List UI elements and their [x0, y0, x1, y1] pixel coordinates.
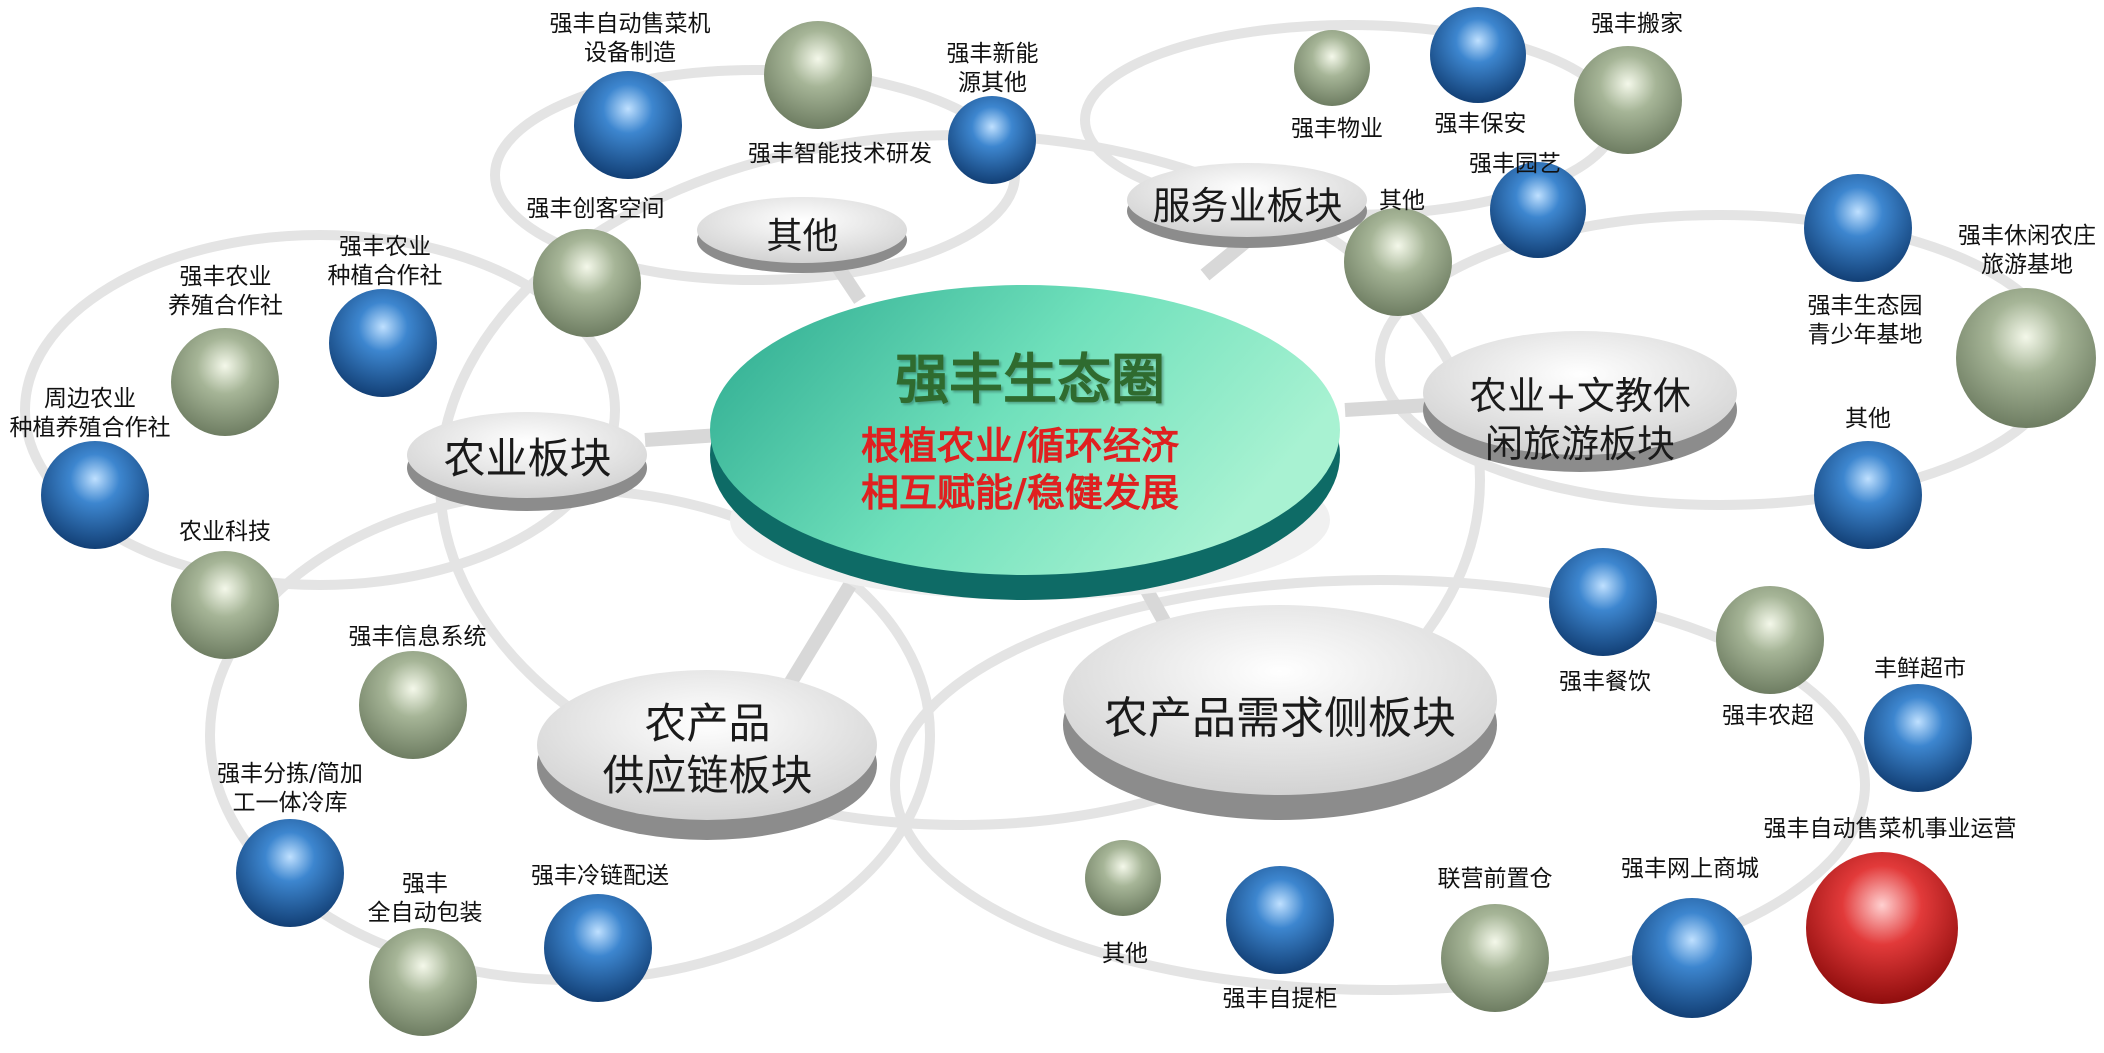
sphere-catering [1549, 548, 1657, 656]
label-eco-park: 强丰生态园 青少年基地 [1807, 293, 1923, 348]
sector-other [695, 190, 910, 275]
label-service-other: 其他 [1379, 188, 1425, 214]
sector-tourism-label-1: 农业+文教休 [1469, 374, 1691, 418]
label-tourism-other: 其他 [1845, 406, 1891, 432]
sector-tourism [1420, 318, 1740, 478]
sphere-maker-space [533, 229, 641, 337]
sphere-vending-ops [1806, 852, 1958, 1004]
label-property: 强丰物业 [1291, 116, 1383, 142]
label-new-energy: 强丰新能 源其他 [946, 41, 1039, 96]
label-nearby-coop: 周边农业 种植养殖合作社 [9, 386, 171, 441]
sector-service-label: 服务业板块 [1152, 184, 1343, 228]
sector-supply-label-2: 供应链板块 [602, 751, 813, 800]
sphere-vending-mfg [574, 71, 682, 179]
label-vending-mfg: 强丰自动售菜机 设备制造 [549, 11, 711, 66]
label-online-mall: 强丰网上商城 [1621, 856, 1759, 882]
sector-supply-label-1: 农产品 [644, 699, 771, 748]
label-info-system: 强丰信息系统 [348, 624, 487, 650]
sphere-farm-breeding [171, 328, 279, 436]
label-demand-other: 其他 [1102, 941, 1148, 967]
sector-agriculture [405, 405, 650, 515]
sector-supply-chain [535, 655, 880, 845]
label-gardening: 强丰园艺 [1469, 151, 1561, 177]
sector-agriculture-label: 农业板块 [443, 434, 612, 483]
sphere-demand-other [1085, 840, 1161, 916]
center-slogan-2: 相互赋能/稳健发展 [861, 471, 1179, 515]
label-farm-market: 强丰农超 [1722, 703, 1814, 729]
sphere-fresh-market [1864, 684, 1972, 792]
sector-tourism-label-2: 闲旅游板块 [1484, 422, 1675, 466]
sphere-cold-chain [544, 894, 652, 1002]
label-farm-breeding: 强丰农业 养殖合作社 [168, 264, 283, 319]
sphere-eco-park [1804, 174, 1912, 282]
sphere-online-mall [1632, 898, 1752, 1018]
sphere-farm-market [1716, 586, 1824, 694]
label-moving: 强丰搬家 [1591, 11, 1683, 37]
sphere-auto-pack [369, 928, 477, 1036]
label-farm-planting: 强丰农业 种植合作社 [327, 234, 443, 289]
sphere-warehouse [1441, 904, 1549, 1012]
sphere-property [1294, 30, 1370, 106]
label-pickup-cabinet: 强丰自提柜 [1222, 986, 1338, 1012]
center-disc [700, 280, 1350, 620]
sector-other-label: 其他 [766, 216, 839, 257]
label-catering: 强丰餐饮 [1559, 669, 1651, 695]
sector-demand [1060, 585, 1500, 825]
label-fresh-market: 丰鲜超市 [1874, 656, 1966, 682]
sector-demand-label: 农产品需求侧板块 [1104, 693, 1456, 744]
label-maker-space: 强丰创客空间 [526, 196, 665, 222]
sphere-moving [1574, 46, 1682, 154]
sphere-agri-tech [171, 551, 279, 659]
sphere-nearby-coop [41, 441, 149, 549]
label-warehouse: 联营前置仓 [1437, 866, 1553, 892]
sector-service [1125, 155, 1370, 250]
label-cold-chain: 强丰冷链配送 [531, 863, 669, 889]
sphere-new-energy [948, 96, 1036, 184]
label-security: 强丰保安 [1434, 111, 1527, 137]
sphere-farm-planting [329, 289, 437, 397]
label-agri-tech: 农业科技 [179, 519, 271, 545]
center-slogan-1: 根植农业/循环经济 [861, 424, 1179, 468]
sphere-security [1430, 7, 1526, 103]
label-auto-pack: 强丰 全自动包装 [367, 871, 483, 926]
label-leisure-farm: 强丰休闲农庄 旅游基地 [1958, 223, 2096, 278]
center-title: 强丰生态圈 [895, 348, 1165, 411]
sphere-smart-tech [764, 21, 872, 129]
label-sorting: 强丰分拣/简加 工一体冷库 [217, 761, 363, 816]
sphere-pickup-cabinet [1226, 866, 1334, 974]
sphere-gardening [1490, 162, 1586, 258]
sphere-sorting [236, 819, 344, 927]
sphere-tourism-other [1814, 441, 1922, 549]
sphere-service-other [1344, 208, 1452, 316]
sphere-info-system [359, 651, 467, 759]
label-vending-ops: 强丰自动售菜机事业运营 [1763, 816, 2017, 842]
sphere-leisure-farm [1956, 288, 2096, 428]
label-smart-tech: 强丰智能技术研发 [748, 141, 932, 167]
